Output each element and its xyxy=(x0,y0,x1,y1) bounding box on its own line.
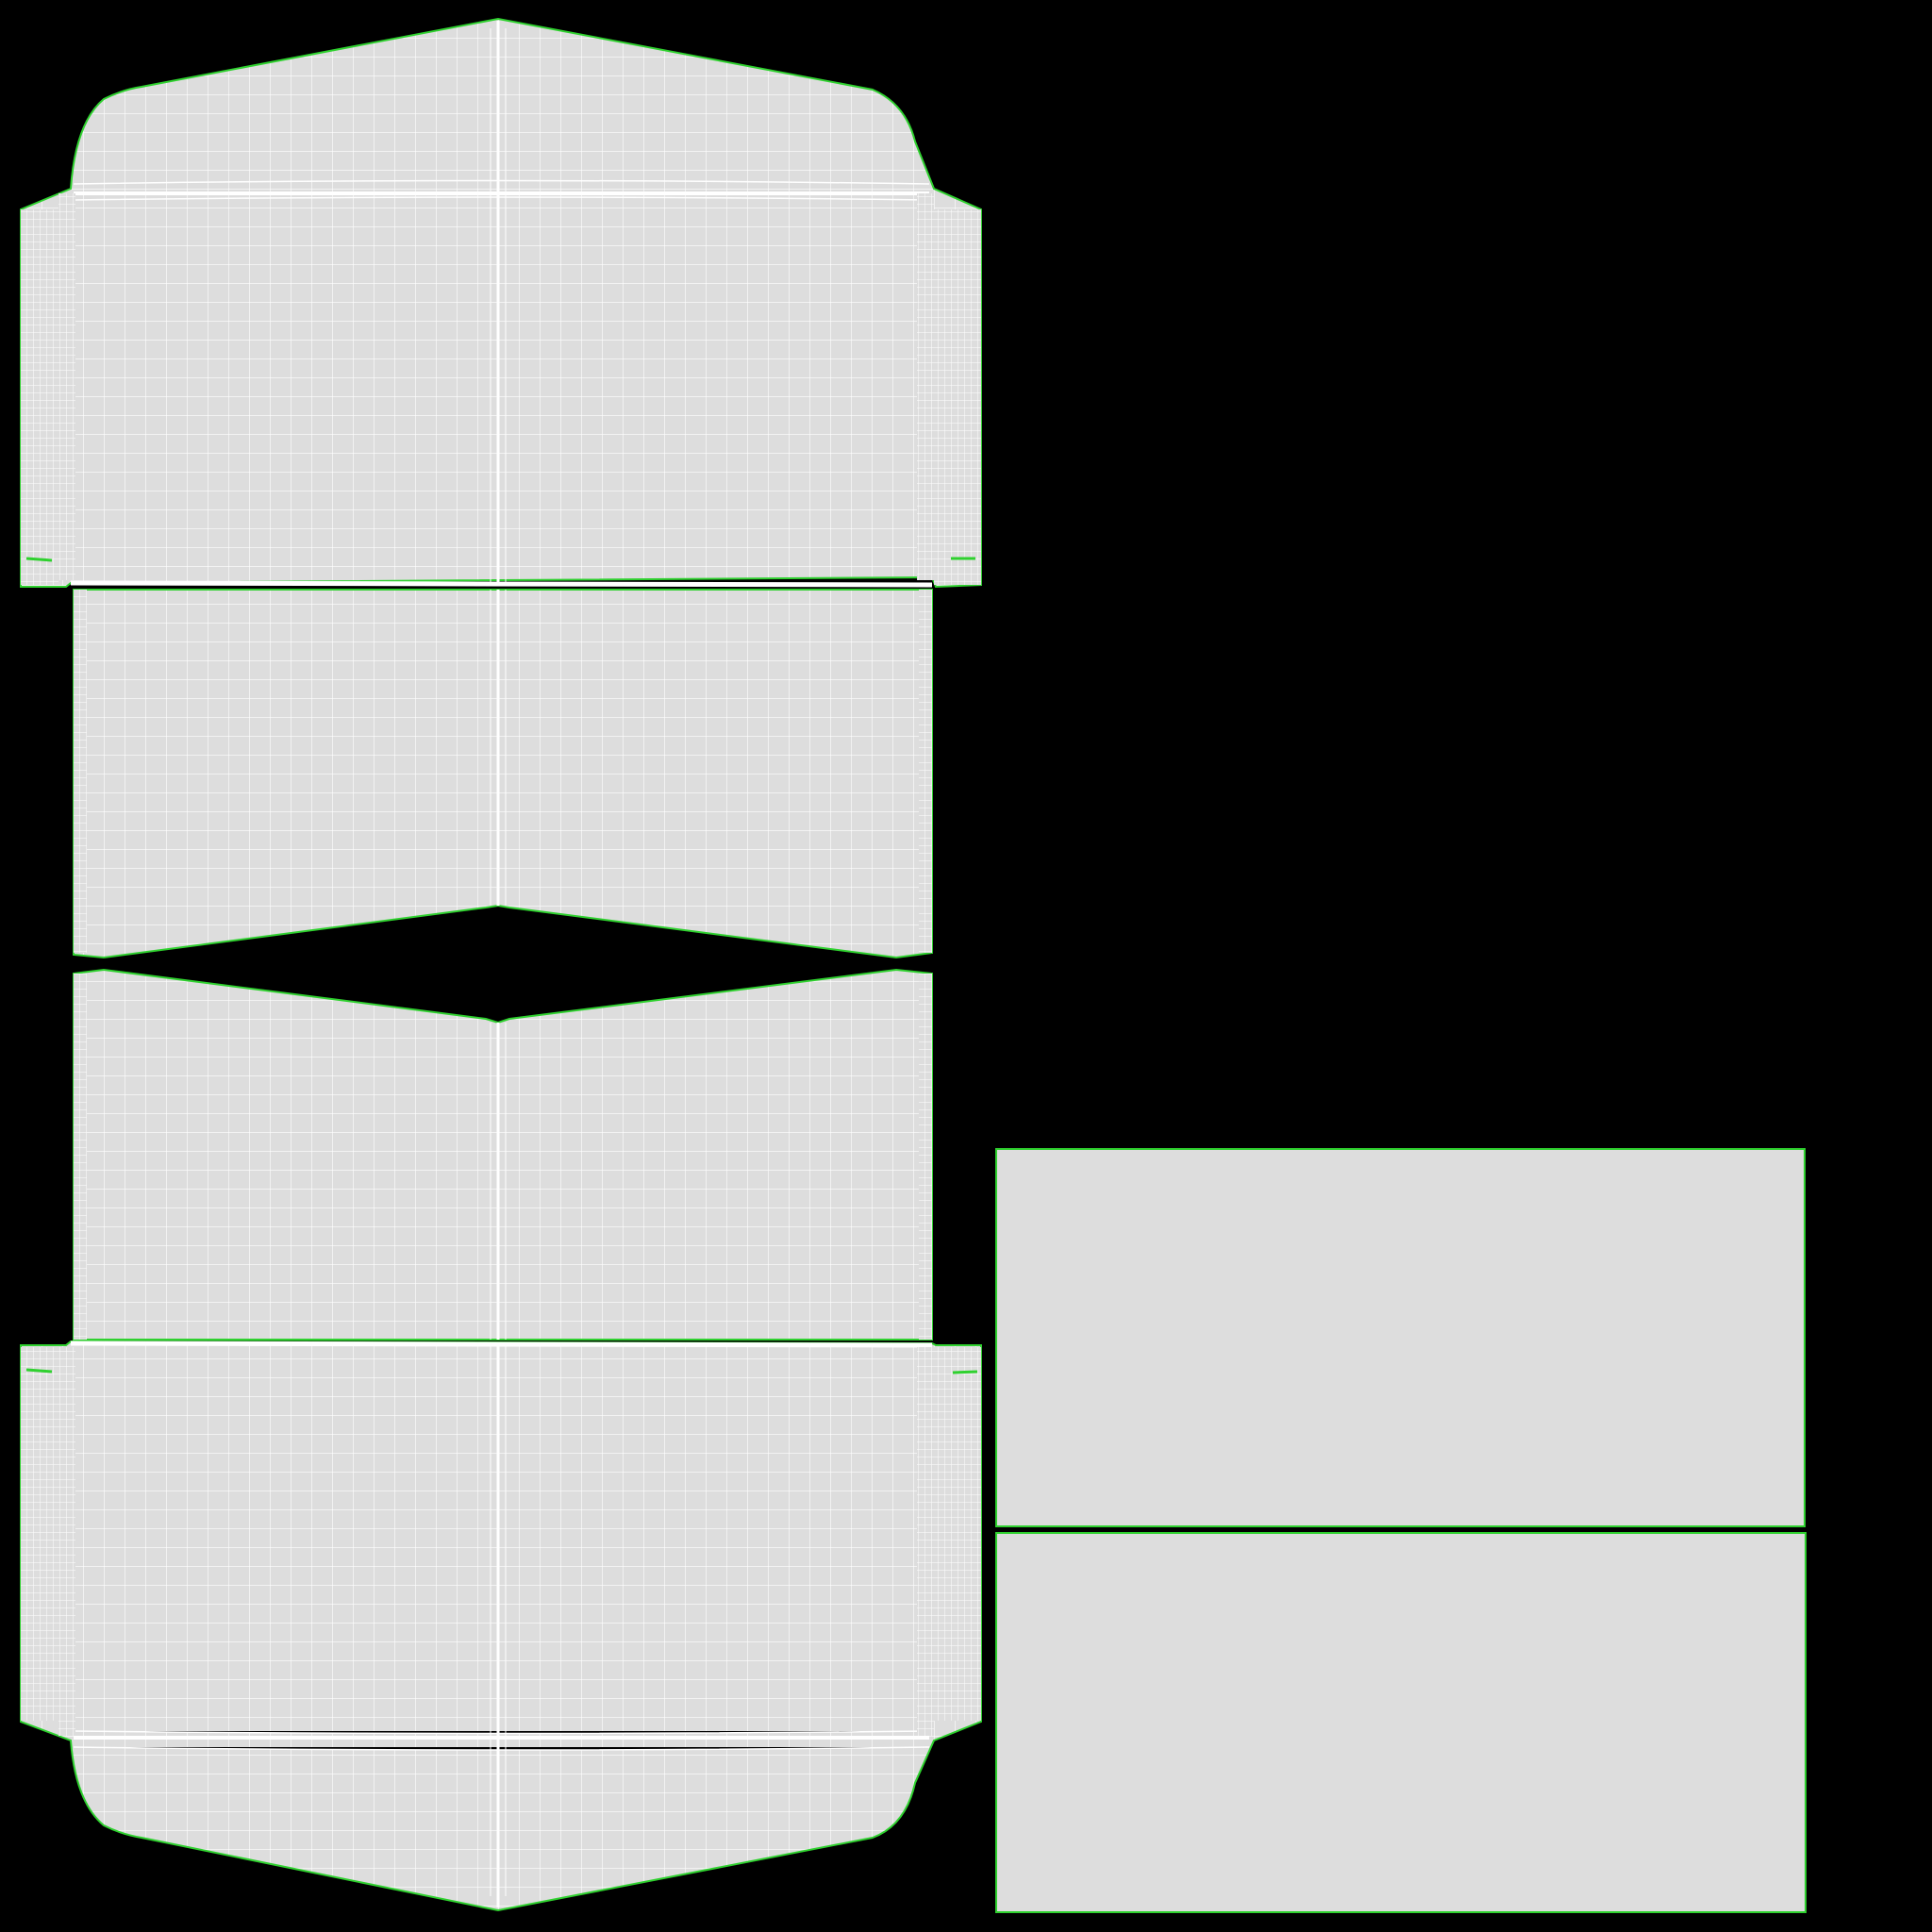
flat-rect-island-bottom xyxy=(995,1532,1807,1913)
upper-panel-outline xyxy=(73,589,933,959)
upper-panel-island xyxy=(73,589,933,959)
lower-panel-island xyxy=(73,968,933,1341)
lower-band-outline xyxy=(20,1340,982,1912)
lower-band-island xyxy=(20,1340,982,1912)
lower-panel-outline xyxy=(73,968,933,1341)
upper-band-outline xyxy=(20,17,982,589)
flat-rect-island-top xyxy=(995,1148,1806,1527)
upper-band-island xyxy=(20,17,982,589)
